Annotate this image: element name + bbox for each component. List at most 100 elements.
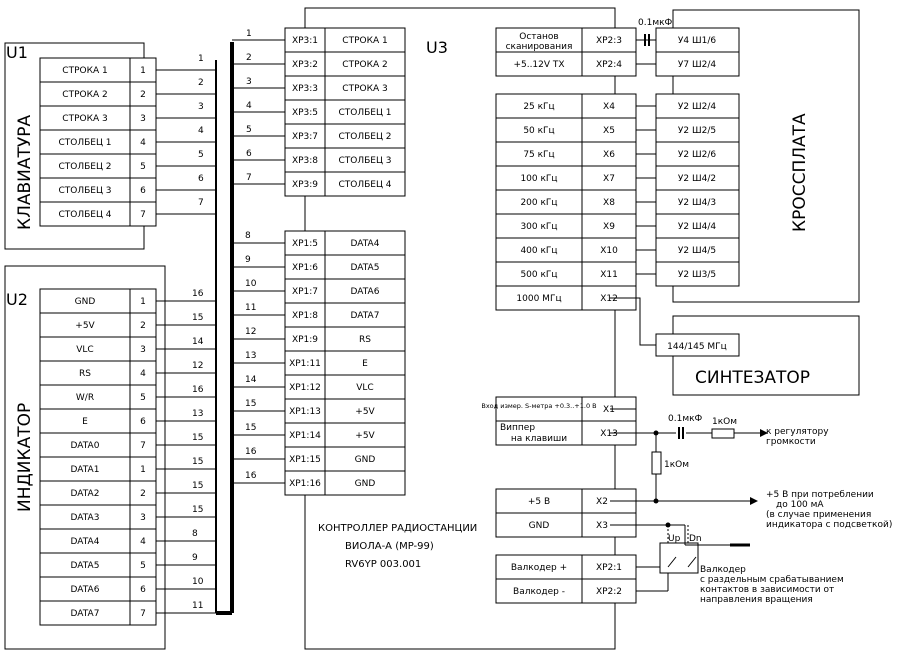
power-row-pin: X3 (596, 521, 608, 531)
u1-wire-number: 7 (198, 198, 204, 208)
u2-pin-name: W/R (76, 393, 94, 403)
u3-upper-wire-number: 7 (246, 173, 252, 183)
u2-pin-number: 1 (140, 465, 146, 475)
signal-wiper-2: на клавиши (511, 434, 567, 444)
crossboard-pin: У2 Ш4/3 (678, 198, 716, 208)
u2-pin-number: 7 (140, 441, 146, 451)
u3-upper-name: СТОЛБЕЦ 3 (338, 156, 391, 166)
u3-lower-pin: XP1:14 (289, 431, 321, 441)
u3-caption-1: КОНТРОЛЛЕР РАДИОСТАНЦИИ (318, 523, 477, 534)
u2-wire-number: 15 (192, 457, 203, 467)
u2-wire-number: 15 (192, 313, 203, 323)
u2-outline (4, 265, 166, 650)
u3-lower-name: GND (355, 455, 376, 465)
u3-lower-name: +5V (355, 431, 375, 441)
crossboard-pin: У7 Ш2/4 (678, 60, 716, 70)
scan-row-pin: XP2:4 (596, 60, 622, 70)
u3-lower-pin: XP1:15 (289, 455, 321, 465)
u3-upper-pin: XP3:1 (292, 36, 318, 46)
u1-pin-number: 2 (140, 90, 146, 100)
encoder-row-name: Валкодер + (511, 563, 567, 573)
u2-pin-name: DATA2 (71, 489, 100, 499)
scan-row-name: сканирования (506, 42, 573, 52)
u3-lower-pin: XP1:5 (292, 239, 318, 249)
crossboard-pin: У2 Ш2/6 (678, 150, 716, 160)
volume-dest-2: громкости (766, 437, 816, 447)
u2-pin-number: 1 (140, 297, 146, 307)
freq-row-pin: X5 (603, 126, 615, 136)
arrow-volume (760, 429, 768, 437)
signal-wiper-1: Виппер (500, 423, 535, 433)
u3-label: U3 (426, 38, 448, 57)
u3-lower-pin: XP1:11 (289, 359, 321, 369)
freq-row-pin: X4 (603, 102, 615, 112)
freq-row-name: 50 кГц (523, 126, 554, 136)
u1-pin-table (39, 57, 157, 227)
u3-lower-wire-number: 10 (245, 279, 257, 289)
freq-row-name: 200 кГц (520, 198, 557, 208)
u3-lower-name: DATA4 (351, 239, 380, 249)
u3-lower-name: DATA6 (351, 287, 380, 297)
power-row-pin: X2 (596, 497, 608, 507)
u3-lower-name: +5V (355, 407, 375, 417)
u3-upper-table (284, 27, 406, 197)
crossboard-pin: У2 Ш2/4 (678, 102, 716, 112)
power-row-name: GND (529, 521, 550, 531)
u2-pin-name: DATA1 (71, 465, 100, 475)
scan-row-pin: XP2:3 (596, 36, 622, 46)
u2-wire-number: 16 (192, 385, 204, 395)
u3-upper-wire-number: 4 (246, 101, 252, 111)
u2-pin-number: 6 (140, 585, 146, 595)
u1-label: U1 (6, 43, 28, 62)
signal-smeter: Вход измер. S-метра +0.3..+1.0 В (481, 402, 596, 410)
u3-lower-pin: XP1:8 (292, 311, 318, 321)
u3-lower-pin: XP1:6 (292, 263, 318, 273)
u2-pin-number: 2 (140, 489, 146, 499)
encoder-box (659, 542, 699, 574)
u2-pin-name: GND (75, 297, 96, 307)
u2-wire-number: 13 (192, 409, 203, 419)
u3-lower-wire-number: 16 (245, 471, 257, 481)
u3-lower-name: VLC (356, 383, 373, 393)
u1-pin-name: СТРОКА 1 (62, 66, 107, 76)
u3-lower-pin: XP1:13 (289, 407, 321, 417)
freq-row-name: 300 кГц (520, 222, 557, 232)
freq-row-name: 1000 МГц (516, 294, 561, 304)
u2-pin-name: DATA7 (71, 609, 100, 619)
u1-title: КЛАВИАТУРА (15, 115, 35, 230)
u1-pin-number: 1 (140, 66, 146, 76)
junction-dot (665, 522, 671, 528)
res-series-label: 1кОм (712, 417, 737, 427)
u3-lower-name: GND (355, 479, 376, 489)
u1-wire-number: 6 (198, 174, 204, 184)
u2-pin-name: RS (79, 369, 91, 379)
u2-pin-number: 4 (140, 537, 146, 547)
arrow-power (750, 497, 758, 505)
freq-row-name: 25 кГц (523, 102, 554, 112)
u3-lower-pin: XP1:12 (289, 383, 321, 393)
u2-wire-number: 15 (192, 505, 203, 515)
u3-caption-3: RV6YP 003.001 (345, 559, 421, 570)
u3-lower-wire-number: 11 (245, 303, 256, 313)
u1-wire-number: 3 (198, 102, 204, 112)
u3-lower-wire-number: 16 (245, 447, 257, 457)
signal-smeter-pin: X1 (603, 405, 615, 415)
u1-pin-number: 5 (140, 162, 146, 172)
encoder-note-1: Валкодер (700, 565, 746, 575)
resistor-shunt (651, 451, 662, 475)
u1-wire-number: 5 (198, 150, 204, 160)
u3-lower-wire-number: 15 (245, 423, 256, 433)
u2-wire-number: 10 (192, 577, 204, 587)
crossboard-pin: У2 Ш2/5 (678, 126, 716, 136)
u3-upper-wire-number: 1 (246, 29, 252, 39)
u2-pin-number: 2 (140, 321, 146, 331)
u3-lower-wire-number: 9 (245, 255, 251, 265)
freq-row-pin: X7 (603, 174, 615, 184)
u2-pin-name: +5V (75, 321, 95, 331)
u3-upper-name: СТОЛБЕЦ 1 (338, 108, 391, 118)
freq-row-name: 75 кГц (523, 150, 554, 160)
encoder-row-pin: XP2:1 (596, 563, 622, 573)
u1-pin-name: СТРОКА 2 (62, 90, 107, 100)
power-row-name: +5 В (528, 497, 550, 507)
